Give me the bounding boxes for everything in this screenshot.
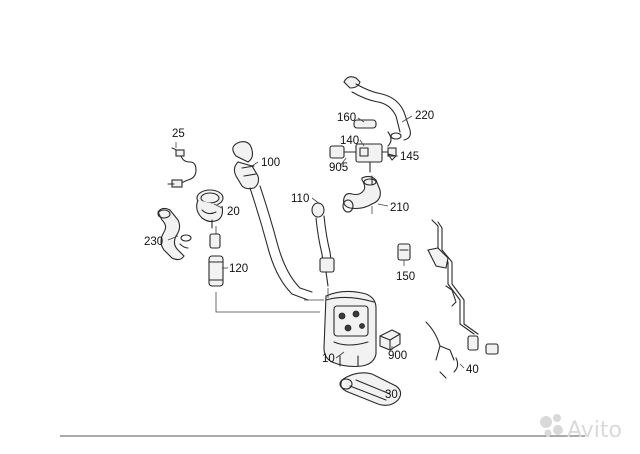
callout-110: 110: [291, 193, 309, 205]
watermark-text: Avito: [567, 418, 622, 443]
callout-220: 220: [415, 110, 434, 122]
part-25-sensor-harness: [167, 147, 197, 188]
callout-10: 10: [322, 353, 335, 365]
callout-20: 20: [227, 206, 240, 218]
callout-100: 100: [261, 157, 280, 169]
callout-905: 905: [329, 162, 348, 174]
callout-25: 25: [172, 128, 185, 140]
part-150-fitting: [397, 243, 411, 261]
part-20-pump: [196, 189, 224, 229]
callout-230: 230: [144, 236, 163, 248]
callout-900: 900: [388, 350, 407, 362]
part-230-elbow-hose: [157, 207, 192, 261]
callout-30: 30: [385, 389, 398, 401]
avito-logo-icon: [540, 414, 563, 437]
part-140-valve: [329, 143, 397, 173]
part-40-bracket-harness: [425, 219, 499, 379]
part-120-straight-hose: [208, 255, 224, 287]
part-110-mid-hose: [311, 202, 335, 287]
part-210-lower-hose: [342, 175, 381, 213]
callout-160: 160: [337, 112, 356, 124]
part-10-heater-unit: [323, 290, 377, 368]
callout-150: 150: [396, 271, 415, 283]
part-145-clip: [387, 153, 397, 161]
callout-120: 120: [229, 263, 248, 275]
callout-210: 210: [390, 202, 409, 214]
part-30-duct: [339, 372, 402, 406]
callout-40: 40: [466, 364, 479, 376]
part-900-plug: [379, 329, 401, 351]
avito-watermark: Avito: [540, 414, 622, 443]
callout-140: 140: [340, 135, 359, 147]
part-160-220-upper-hose: [343, 76, 411, 147]
part-100-long-hose: [232, 141, 313, 301]
callout-145: 145: [400, 151, 419, 163]
